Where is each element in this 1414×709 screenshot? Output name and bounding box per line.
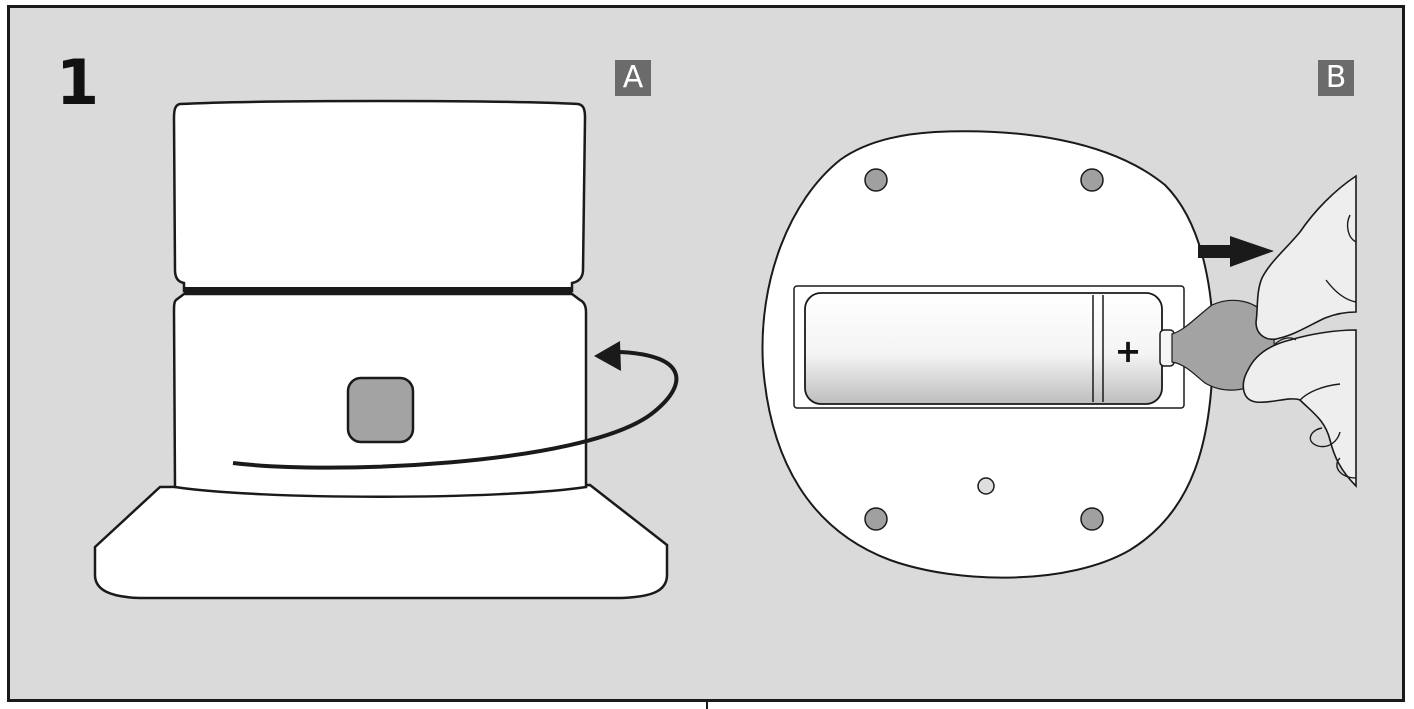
pull-arrow-shaft [1198, 245, 1234, 258]
rotate-arrow [232, 350, 679, 470]
screw-top-right [1080, 168, 1104, 192]
hand-illustration [1242, 174, 1357, 488]
battery-body [804, 292, 1163, 405]
screw-bottom-left [864, 507, 888, 531]
device-top-cap [172, 99, 587, 293]
battery-polarity-mark: + [1115, 332, 1142, 370]
device-base [93, 483, 669, 600]
device-figure [93, 99, 679, 600]
screw-bottom-right [1080, 507, 1104, 531]
device-button [346, 376, 415, 444]
step-number: 1 [56, 46, 100, 119]
panel-label-b: B [1318, 60, 1354, 96]
battery-compartment-figure: + [761, 130, 1357, 579]
device-seam [184, 287, 572, 294]
panel-label-a: A [615, 60, 651, 96]
rotate-arrow-head [594, 341, 621, 371]
screw-top-left [864, 168, 888, 192]
bottom-divider [706, 702, 708, 709]
pull-arrow-head [1230, 236, 1274, 267]
reset-hole [977, 477, 995, 495]
